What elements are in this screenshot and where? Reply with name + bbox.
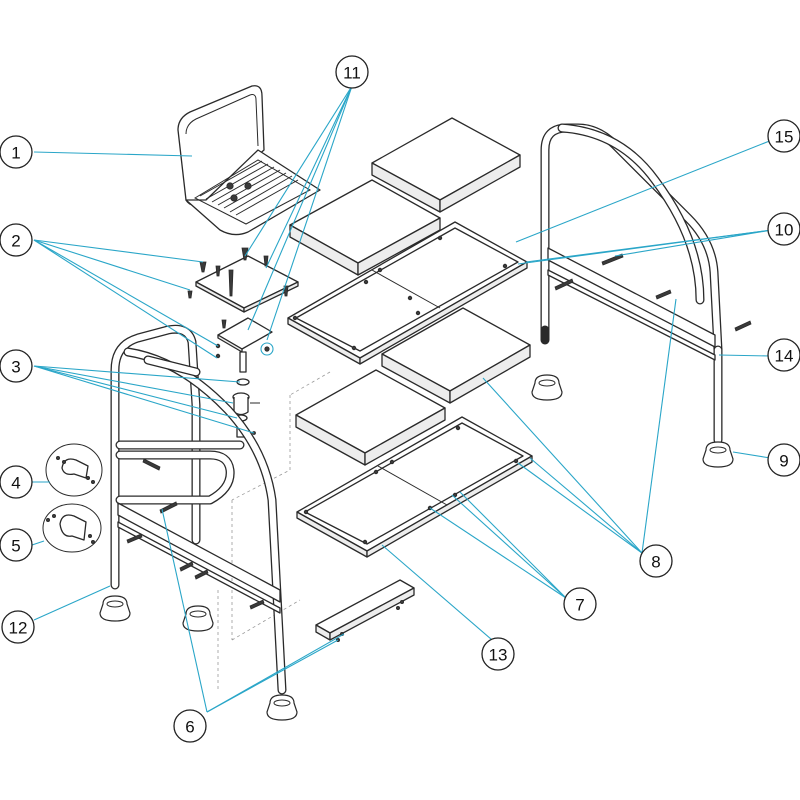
callout-2: 2 [0,223,33,257]
step-tray-upper [287,221,528,365]
clamp-set-5 [42,503,102,553]
callout-13-label: 13 [489,646,508,665]
callout-10: 10 [767,212,800,246]
callout-6: 6 [173,709,207,743]
callout-9-label: 9 [779,452,788,471]
callout-4: 4 [0,465,33,499]
callout-11-label: 11 [343,64,361,83]
callout-2-label: 2 [11,232,20,251]
callout-14-label: 14 [775,347,794,366]
callout-1-label: 1 [11,144,20,163]
callout-4-label: 4 [11,474,20,493]
step-second [289,179,441,276]
callout-7: 7 [563,587,597,621]
callout-13: 13 [481,637,515,671]
callout-12: 12 [1,610,35,644]
callout-10-label: 10 [775,221,794,240]
callout-14: 14 [767,338,800,372]
assembly-guides [217,371,331,690]
seat-mount [187,247,299,373]
callout-15: 15 [767,119,800,153]
callout-5-label: 5 [11,537,20,556]
left-frame [99,324,298,721]
callout-9: 9 [767,443,800,477]
callout-5: 5 [0,528,33,562]
callout-11: 11 [335,55,369,89]
step-tray-lower [296,416,533,558]
callout-6-label: 6 [185,718,194,737]
step-fourth [295,369,446,466]
seat [177,85,321,236]
callout-15-label: 15 [775,128,794,147]
callout-3-label: 3 [11,358,20,377]
step-top [371,117,521,213]
callout-12-label: 12 [9,619,28,638]
leader-lines [31,85,773,713]
callout-8-label: 8 [651,553,660,572]
callout-8: 8 [639,544,673,578]
callout-7-label: 7 [575,596,584,615]
right-frame [531,123,752,468]
step-third [381,307,531,404]
clamp-set-4 [45,443,103,497]
bottom-step [315,579,415,643]
callout-3: 3 [0,349,33,383]
callout-1: 1 [0,135,33,169]
